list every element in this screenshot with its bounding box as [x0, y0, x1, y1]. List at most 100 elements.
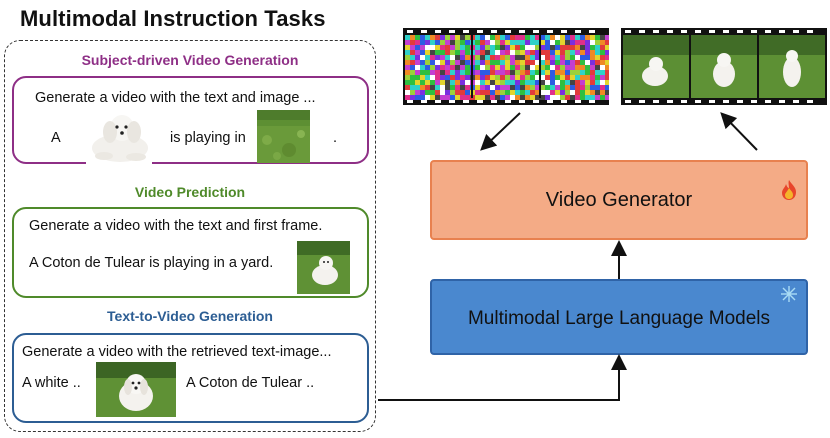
noise-cell [560, 95, 565, 100]
noise-cell [480, 40, 485, 45]
noise-cell [515, 65, 520, 70]
noise-cell [475, 70, 480, 75]
noise-cell [555, 60, 560, 65]
noise-cell [495, 95, 500, 100]
noise-cell [560, 55, 565, 60]
noise-cell [600, 75, 605, 80]
first-frame-image [297, 241, 350, 294]
noise-cell [540, 65, 545, 70]
noise-cell [560, 75, 565, 80]
noise-cell [430, 75, 435, 80]
noise-cell [410, 85, 415, 90]
noise-cell [525, 40, 530, 45]
noise-cell [410, 90, 415, 95]
noise-cell [405, 65, 410, 70]
noise-cell [550, 35, 555, 40]
noise-cell [540, 75, 545, 80]
noise-cell [490, 55, 495, 60]
noise-cell [540, 35, 545, 40]
noise-cell [595, 70, 600, 75]
noise-cell [485, 35, 490, 40]
noise-cell [495, 35, 500, 40]
noise-cell [580, 95, 585, 100]
noise-cell [510, 40, 515, 45]
noise-cell [430, 60, 435, 65]
noise-cell [595, 40, 600, 45]
noise-cell [530, 65, 535, 70]
noise-cell [560, 90, 565, 95]
noise-cell [510, 85, 515, 90]
noise-cell [575, 65, 580, 70]
noise-cell [550, 65, 555, 70]
noise-cell [520, 60, 525, 65]
noise-cell [535, 40, 540, 45]
noise-cell [575, 95, 580, 100]
noise-cell [490, 35, 495, 40]
noise-cell [525, 60, 530, 65]
noise-cell [525, 90, 530, 95]
noise-cell [525, 65, 530, 70]
noise-cell [480, 35, 485, 40]
noise-cell [485, 95, 490, 100]
noise-cell [425, 50, 430, 55]
noise-cell [555, 65, 560, 70]
yard-image [257, 110, 310, 163]
noise-cell [465, 85, 470, 90]
noise-cell [550, 85, 555, 90]
noise-cell [455, 65, 460, 70]
tasks-container [4, 40, 376, 432]
noise-cell [570, 95, 575, 100]
noise-cell [440, 45, 445, 50]
noise-cell [515, 80, 520, 85]
noise-cell [535, 85, 540, 90]
noise-cell [505, 45, 510, 50]
noise-cell [450, 35, 455, 40]
noise-cell [505, 65, 510, 70]
noise-cell [445, 80, 450, 85]
noise-cell [575, 50, 580, 55]
noise-cell [440, 35, 445, 40]
noise-cell [500, 95, 505, 100]
noise-cell [505, 80, 510, 85]
noise-cell [550, 60, 555, 65]
noise-cell [445, 60, 450, 65]
noise-cell [545, 80, 550, 85]
noise-cell [445, 70, 450, 75]
noise-cell [560, 40, 565, 45]
noise-cell [460, 35, 465, 40]
noise-cell [480, 65, 485, 70]
noise-cell [450, 50, 455, 55]
noise-cell [500, 85, 505, 90]
noise-cell [515, 50, 520, 55]
noise-cell [460, 75, 465, 80]
noise-cell [490, 70, 495, 75]
noise-cell [530, 85, 535, 90]
noise-cell [510, 75, 515, 80]
noise-cell [445, 95, 450, 100]
noise-cell [505, 55, 510, 60]
noise-cell [485, 40, 490, 45]
noise-cell [415, 90, 420, 95]
noise-cell [505, 40, 510, 45]
noise-cell [505, 90, 510, 95]
noise-cell [590, 75, 595, 80]
noise-cell [450, 85, 455, 90]
noise-cell [545, 65, 550, 70]
t2v-heading: Text-to-Video Generation [107, 308, 273, 324]
noise-cell [435, 55, 440, 60]
noise-cell [480, 95, 485, 100]
noise-cell [485, 60, 490, 65]
noise-cell [445, 65, 450, 70]
noise-cell [445, 85, 450, 90]
noise-cell [600, 85, 605, 90]
noise-cell [420, 70, 425, 75]
noise-cell [585, 95, 590, 100]
noise-cell [465, 90, 470, 95]
noise-cell [600, 95, 605, 100]
noise-cell [440, 40, 445, 45]
noise-cell [405, 75, 410, 80]
video-prediction-sentence: A Coton de Tulear is playing in a yard. [29, 255, 274, 271]
noise-cell [590, 35, 595, 40]
noise-cell [575, 90, 580, 95]
noise-cell [535, 65, 540, 70]
